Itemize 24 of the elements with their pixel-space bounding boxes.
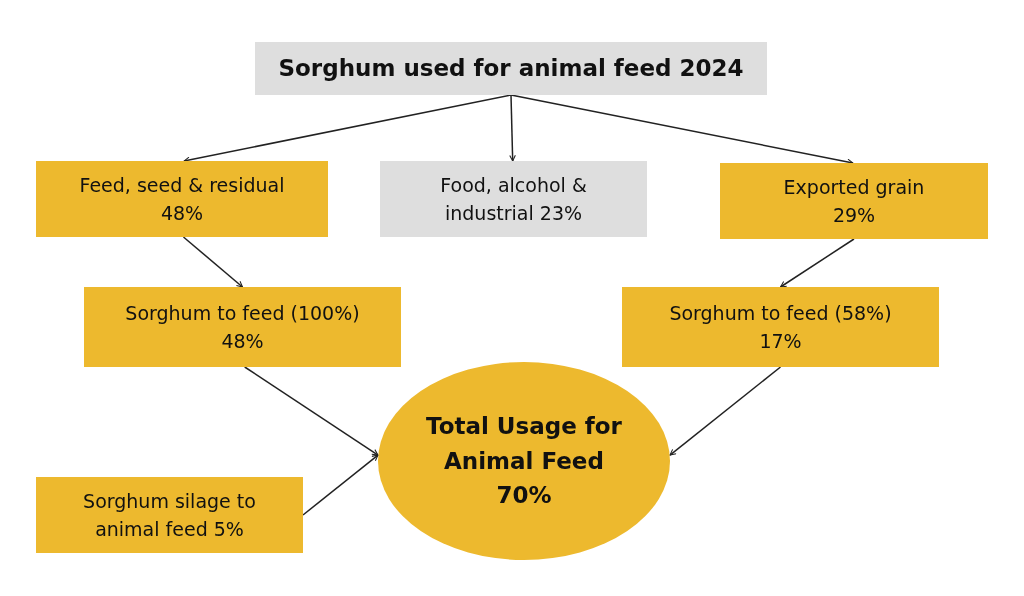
node-text: Sorghum used for animal feed 2024 — [278, 54, 744, 84]
arrow — [182, 236, 244, 288]
total-ellipse — [378, 362, 670, 560]
arrow — [183, 94, 512, 164]
node-text: Food, alcohol & industrial 23% — [439, 172, 588, 226]
category-box — [36, 161, 328, 237]
arrow — [510, 94, 854, 166]
node-text: Exported grain 29% — [782, 174, 926, 228]
arrow — [243, 366, 379, 456]
title-box — [255, 42, 767, 95]
node-text: Sorghum silage to animal feed 5% — [82, 488, 257, 542]
process-box — [622, 287, 939, 367]
node-text: Feed, seed & residual 48% — [78, 172, 286, 226]
process-box — [36, 477, 303, 553]
category-box — [380, 161, 647, 237]
category-box — [720, 163, 988, 239]
arrow — [509, 94, 516, 162]
arrow — [779, 238, 855, 288]
node-text: Sorghum to feed (100%) 48% — [124, 300, 361, 354]
process-box — [84, 287, 401, 367]
node-text: Sorghum to feed (58%) 17% — [668, 300, 893, 354]
arrow — [302, 454, 379, 516]
arrow — [669, 366, 782, 456]
node-text: Total Usage for Animal Feed 70% — [425, 412, 623, 511]
